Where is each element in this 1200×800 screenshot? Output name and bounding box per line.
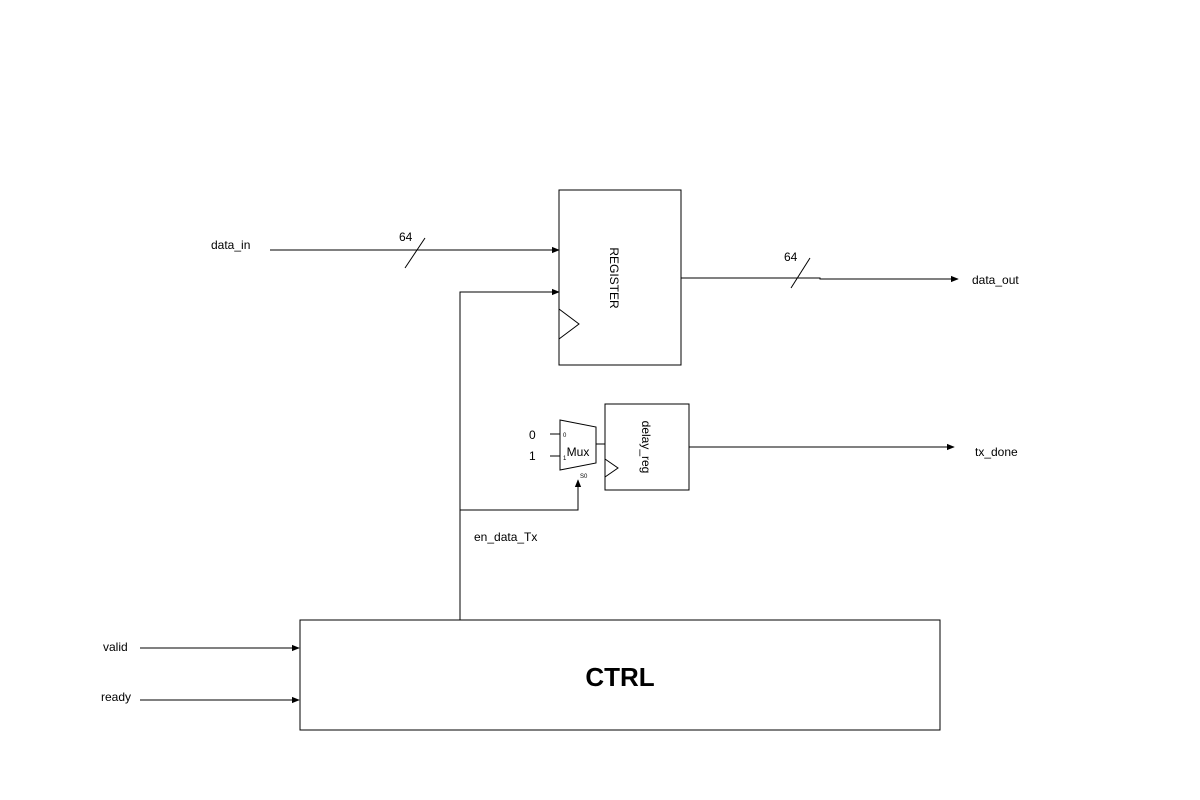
register-block[interactable]: REGISTER <box>558 189 682 366</box>
register-label: REGISTER <box>607 247 621 309</box>
mux-select-label: S0 <box>580 474 588 480</box>
bus-slash-icon <box>790 257 811 289</box>
valid-label: valid <box>103 640 128 654</box>
delay-reg-label: delay_reg <box>639 421 653 474</box>
tx-done-label: tx_done <box>975 445 1018 459</box>
mux-label: Mux <box>567 445 590 459</box>
mux-const-1: 1 <box>529 449 536 463</box>
ctrl-block[interactable]: CTRL <box>299 619 941 731</box>
en-data-tx-label: en_data_Tx <box>474 530 537 544</box>
data-in-width-label: 64 <box>399 230 413 244</box>
data-out-width-label: 64 <box>784 250 798 264</box>
data-in-label: data_in <box>211 238 250 252</box>
ready-label: ready <box>101 690 131 704</box>
bus-slash-icon <box>404 237 426 269</box>
ctrl-label: CTRL <box>585 662 654 692</box>
mux-pin-1-label: 1 <box>563 456 567 462</box>
register-clock-icon <box>558 308 580 340</box>
data-in-wire <box>270 237 560 269</box>
data-out-label: data_out <box>972 273 1019 287</box>
mux-pin-0-label: 0 <box>563 433 567 439</box>
en-data-tx-wire <box>459 288 582 620</box>
mux-const-0: 0 <box>529 428 536 442</box>
mux-block[interactable]: Mux 0 1 S0 <box>559 419 597 480</box>
data-out-wire <box>681 257 959 289</box>
delay-reg-clock-icon <box>604 458 619 478</box>
delay-reg-block[interactable]: delay_reg <box>604 403 690 491</box>
